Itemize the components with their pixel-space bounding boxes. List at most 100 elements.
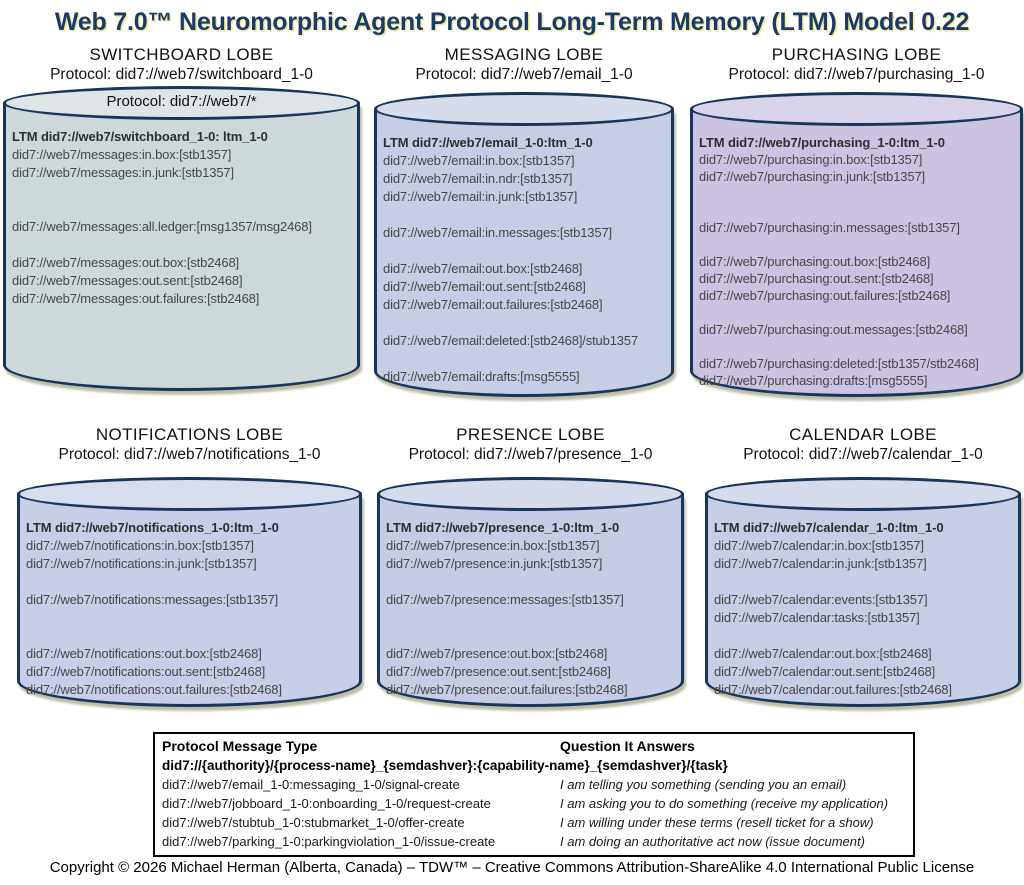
copyright-notice: Copyright © 2026 Michael Herman (Alberta… <box>49 859 975 876</box>
cylinder-top-ellipse <box>377 477 684 511</box>
message-type-cell: did7://web7/stubtub_1-0:stubmarket_1-0/o… <box>162 815 465 830</box>
ltm-header: LTM did7://web7/purchasing_1-0:ltm_1-0 <box>699 135 945 150</box>
cylinder-content: LTM did7://web7/calendar_1-0:ltm_1-0 did… <box>714 519 1017 699</box>
ltm-line-list: did7://web7/calendar:in.box:[stb1357] did… <box>714 537 1017 699</box>
ltm-line: did7://web7/purchasing:drafts:[msg5555] <box>699 373 928 388</box>
question-cell: I am asking you to do something (receive… <box>560 796 889 811</box>
ltm-line: did7://web7/presence:out.sent:[stb2468] <box>386 664 611 679</box>
ltm-line <box>383 350 670 368</box>
ltm-line <box>714 573 1017 591</box>
ltm-line: did7://web7/messages:out.box:[stb2468] <box>12 255 240 270</box>
ltm-line: did7://web7/email:out.failures:[stb2468] <box>383 297 603 312</box>
cylinder-inner-protocol: Protocol: did7://web7/* <box>106 93 257 110</box>
ltm-line: did7://web7/calendar:in.box:[stb1357] <box>714 538 924 553</box>
table-header-question: Question It Answers <box>560 738 695 754</box>
ltm-line-list: did7://web7/purchasing:in.box:[stb1357] d… <box>699 151 1019 389</box>
ltm-line-list: did7://web7/notifications:in.box:[stb135… <box>26 537 358 699</box>
ltm-line <box>26 627 358 645</box>
ltm-line <box>26 573 358 591</box>
ltm-line: did7://web7/presence:in.box:[stb1357] <box>386 538 600 553</box>
ltm-line: did7://web7/email:deleted:[stb2468]/stub… <box>383 333 639 348</box>
ltm-line: did7://web7/notifications:out.failures:[… <box>26 682 282 697</box>
ltm-line-list: did7://web7/email:in.box:[stb1357] did7:/… <box>383 152 670 386</box>
table-header-row: Protocol Message Type Question It Answer… <box>155 737 913 756</box>
ltm-header: LTM did7://web7/notifications_1-0:ltm_1-… <box>26 520 279 535</box>
cylinder-top-ellipse <box>17 477 362 511</box>
ltm-line <box>699 304 1019 321</box>
lobe-messaging-title: MESSAGING LOBE <box>444 45 604 64</box>
ltm-line: did7://web7/messages:in.junk:[stb1357] <box>12 165 234 180</box>
ltm-line-list: did7://web7/presence:in.box:[stb1357] did… <box>386 537 680 699</box>
ltm-line: did7://web7/purchasing:out.sent:[stb2468… <box>699 271 934 286</box>
lobe-switchboard: SWITCHBOARD LOBE Protocol: did7://web7/s… <box>3 44 360 391</box>
ltm-line: did7://web7/calendar:events:[stb1357] <box>714 592 928 607</box>
ltm-line <box>714 627 1017 645</box>
cylinder-body <box>374 109 674 397</box>
ltm-line: did7://web7/email:drafts:[msg5555] <box>383 369 580 384</box>
lobe-messaging-protocol: Protocol: did7://web7/email_1-0 <box>415 66 633 83</box>
cylinder-top-ellipse <box>374 92 674 126</box>
ltm-line <box>386 573 680 591</box>
ltm-line: did7://web7/email:in.box:[stb1357] <box>383 153 575 168</box>
ltm-line: did7://web7/presence:out.box:[stb2468] <box>386 646 608 661</box>
lobe-purchasing-protocol: Protocol: did7://web7/purchasing_1-0 <box>728 66 985 83</box>
ltm-line: did7://web7/calendar:in.junk:[stb1357] <box>714 556 927 571</box>
lobe-presence-title: PRESENCE LOBE <box>456 425 605 444</box>
cylinder-top-ellipse <box>3 86 360 120</box>
ltm-line: did7://web7/presence:messages:[stb1357] <box>386 592 624 607</box>
cylinder-top-ellipse <box>705 477 1021 511</box>
protocol-message-table: Protocol Message Type Question It Answer… <box>153 732 915 857</box>
ltm-line <box>12 236 356 254</box>
ltm-line <box>386 609 680 627</box>
ltm-line: did7://web7/purchasing:in.junk:[stb1357] <box>699 169 925 184</box>
message-type-cell: did7://web7/email_1-0:messaging_1-0/sign… <box>162 777 460 792</box>
cylinder-content: LTM did7://web7/presence_1-0:ltm_1-0 did… <box>386 519 680 699</box>
ltm-line: did7://web7/purchasing:in.messages:[stb1… <box>699 220 960 235</box>
ltm-line <box>12 182 356 200</box>
ltm-line: did7://web7/purchasing:out.box:[stb2468] <box>699 254 931 269</box>
ltm-line: did7://web7/purchasing:out.failures:[stb… <box>699 288 951 303</box>
ltm-line <box>26 609 358 627</box>
ltm-line: did7://web7/email:in.ndr:[stb1357] <box>383 171 573 186</box>
cylinder-body <box>377 494 684 707</box>
ltm-line <box>699 236 1019 253</box>
table-row: did7://web7/email_1-0:messaging_1-0/sign… <box>155 775 913 794</box>
table-header-message-type: Protocol Message Type <box>162 738 318 754</box>
ltm-line: did7://web7/messages:out.sent:[stb2468] <box>12 273 243 288</box>
ltm-line: did7://web7/notifications:messages:[stb1… <box>26 592 279 607</box>
cylinder-messaging: LTM did7://web7/email_1-0:ltm_1-0 did7:/… <box>374 92 674 397</box>
question-cell: I am doing an authoritative act now (iss… <box>560 834 865 849</box>
ltm-line: did7://web7/calendar:tasks:[stb1357] <box>714 610 920 625</box>
table-row: did7://web7/parking_1-0:parkingviolation… <box>155 832 913 851</box>
ltm-line: did7://web7/purchasing:deleted:[stb1357/… <box>699 356 979 371</box>
ltm-line: did7://web7/calendar:out.sent:[stb2468] <box>714 664 936 679</box>
cylinder-purchasing: LTM did7://web7/purchasing_1-0:ltm_1-0 d… <box>690 92 1023 397</box>
cylinder-body <box>705 494 1021 707</box>
ltm-line: did7://web7/calendar:out.failures:[stb24… <box>714 682 952 697</box>
lobe-messaging: MESSAGING LOBE Protocol: did7://web7/ema… <box>374 44 674 397</box>
lobe-purchasing-title: PURCHASING LOBE <box>771 45 942 64</box>
cylinder-body <box>3 103 360 391</box>
ltm-line: did7://web7/email:out.sent:[stb2468] <box>383 279 586 294</box>
question-cell: I am telling you something (sending you … <box>560 777 847 792</box>
ltm-line: did7://web7/calendar:out.box:[stb2468] <box>714 646 932 661</box>
ltm-line <box>699 185 1019 202</box>
ltm-header: LTM did7://web7/email_1-0:ltm_1-0 <box>383 135 593 150</box>
cylinder-body <box>17 494 362 707</box>
ltm-line: did7://web7/notifications:in.box:[stb135… <box>26 538 254 553</box>
ltm-line: did7://web7/purchasing:in.box:[stb1357] <box>699 152 923 167</box>
lobe-presence: PRESENCE LOBE Protocol: did7://web7/pres… <box>377 424 684 707</box>
lobe-notifications: NOTIFICATIONS LOBE Protocol: did7://web7… <box>17 424 362 707</box>
cylinder-content: LTM did7://web7/purchasing_1-0:ltm_1-0 d… <box>699 134 1019 389</box>
table-row: did7://web7/stubtub_1-0:stubmarket_1-0/o… <box>155 813 913 832</box>
ltm-line <box>383 206 670 224</box>
cylinder-presence: LTM did7://web7/presence_1-0:ltm_1-0 did… <box>377 477 684 707</box>
ltm-line <box>386 627 680 645</box>
cylinder-body <box>690 109 1023 397</box>
lobe-switchboard-protocol: Protocol: did7://web7/switchboard_1-0 <box>50 66 313 83</box>
ltm-header: LTM did7://web7/switchboard_1-0: ltm_1-0 <box>12 129 268 144</box>
ltm-line: did7://web7/notifications:out.box:[stb24… <box>26 646 262 661</box>
message-type-cell: did7://web7/jobboard_1-0:onboarding_1-0/… <box>162 796 491 811</box>
ltm-line <box>383 314 670 332</box>
